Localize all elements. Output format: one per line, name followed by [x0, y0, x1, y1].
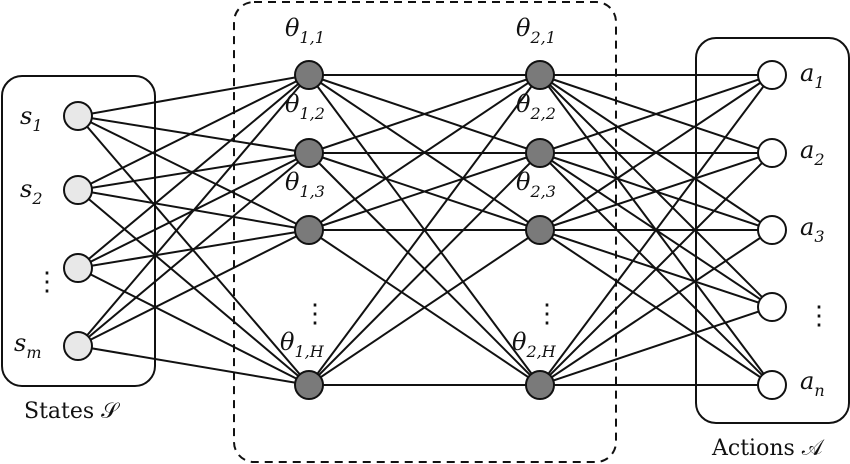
state-ellipsis: ⋮ — [34, 267, 60, 297]
theta-1-1-label: θ1,1 — [285, 14, 325, 47]
layer2-node-2 — [525, 138, 555, 168]
theta-2-H-label: θ2,H — [512, 328, 557, 361]
layer1-to-layer2-edge-4-2 — [308, 152, 541, 386]
input-to-layer1-edge-4-4 — [77, 345, 310, 386]
input-to-layer1-edge-3-4 — [77, 267, 310, 386]
action-label-2: a2 — [800, 136, 825, 169]
state-label-1: s1 — [20, 102, 43, 135]
input-node-4 — [63, 331, 93, 361]
layer2-node-1 — [525, 60, 555, 90]
layer1-node-3 — [294, 215, 324, 245]
theta-2-1-label: θ2,1 — [516, 14, 556, 47]
input-to-layer1-edge-1-2 — [77, 115, 310, 154]
hidden-layers-box — [233, 1, 617, 463]
output-node-3 — [757, 215, 787, 245]
layer1-to-layer2-edge-3-1 — [308, 74, 541, 231]
theta-2-2-label: θ2,2 — [516, 90, 556, 123]
layer1-ellipsis: ⋮ — [302, 299, 328, 329]
layer2-node-4 — [525, 370, 555, 400]
state-label-2: s2 — [20, 175, 43, 208]
action-label-3: a3 — [800, 213, 825, 246]
input-to-layer1-edge-3-1 — [77, 74, 310, 269]
layer2-to-output-edge-2-1 — [539, 74, 773, 154]
states-caption: States 𝒮 — [24, 399, 120, 424]
layer2-to-output-edge-3-1 — [539, 74, 773, 231]
action-label-1: a1 — [800, 59, 825, 92]
layer2-to-output-edge-4-4 — [539, 306, 773, 386]
theta-2-3-label: θ2,3 — [516, 168, 556, 201]
layer1-to-layer2-edge-2-1 — [308, 74, 541, 154]
layer2-to-output-edge-4-1 — [539, 74, 773, 386]
input-to-layer1-edge-1-1 — [77, 74, 310, 117]
states-box — [1, 75, 156, 387]
input-to-layer1-edge-4-1 — [77, 74, 310, 347]
edges-group — [77, 74, 773, 386]
layer1-to-layer2-edge-4-1 — [308, 74, 541, 386]
theta-1-3-label: θ1,3 — [285, 168, 325, 201]
input-node-2 — [63, 175, 93, 205]
input-to-layer1-edge-1-3 — [77, 115, 310, 231]
output-node-1 — [757, 60, 787, 90]
layer2-node-3 — [525, 215, 555, 245]
actions-caption: Actions 𝒜 — [711, 436, 825, 461]
nodes-group — [63, 60, 787, 400]
layer2-to-output-edge-3-2 — [539, 152, 773, 231]
action-label-n: an — [800, 367, 825, 400]
output-node-2 — [757, 138, 787, 168]
layer2-to-output-edge-4-2 — [539, 152, 773, 386]
input-node-1 — [63, 101, 93, 131]
output-node-5 — [757, 370, 787, 400]
layer1-to-layer2-edge-3-2 — [308, 152, 541, 231]
state-label-m: sm — [14, 329, 42, 362]
input-node-3 — [63, 253, 93, 283]
layer1-node-4 — [294, 370, 324, 400]
layer2-ellipsis: ⋮ — [534, 299, 560, 329]
input-to-layer1-edge-4-2 — [77, 152, 310, 347]
output-node-4 — [757, 292, 787, 322]
theta-1-2-label: θ1,2 — [285, 90, 325, 123]
layer2-to-output-edge-4-3 — [539, 229, 773, 386]
layer1-to-layer2-edge-4-3 — [308, 229, 541, 386]
input-to-layer1-edge-4-3 — [77, 229, 310, 347]
layer1-node-1 — [294, 60, 324, 90]
theta-1-H-label: θ1,H — [280, 328, 325, 361]
input-to-layer1-edge-2-1 — [77, 74, 310, 191]
layer1-node-2 — [294, 138, 324, 168]
action-ellipsis: ⋮ — [806, 301, 832, 331]
